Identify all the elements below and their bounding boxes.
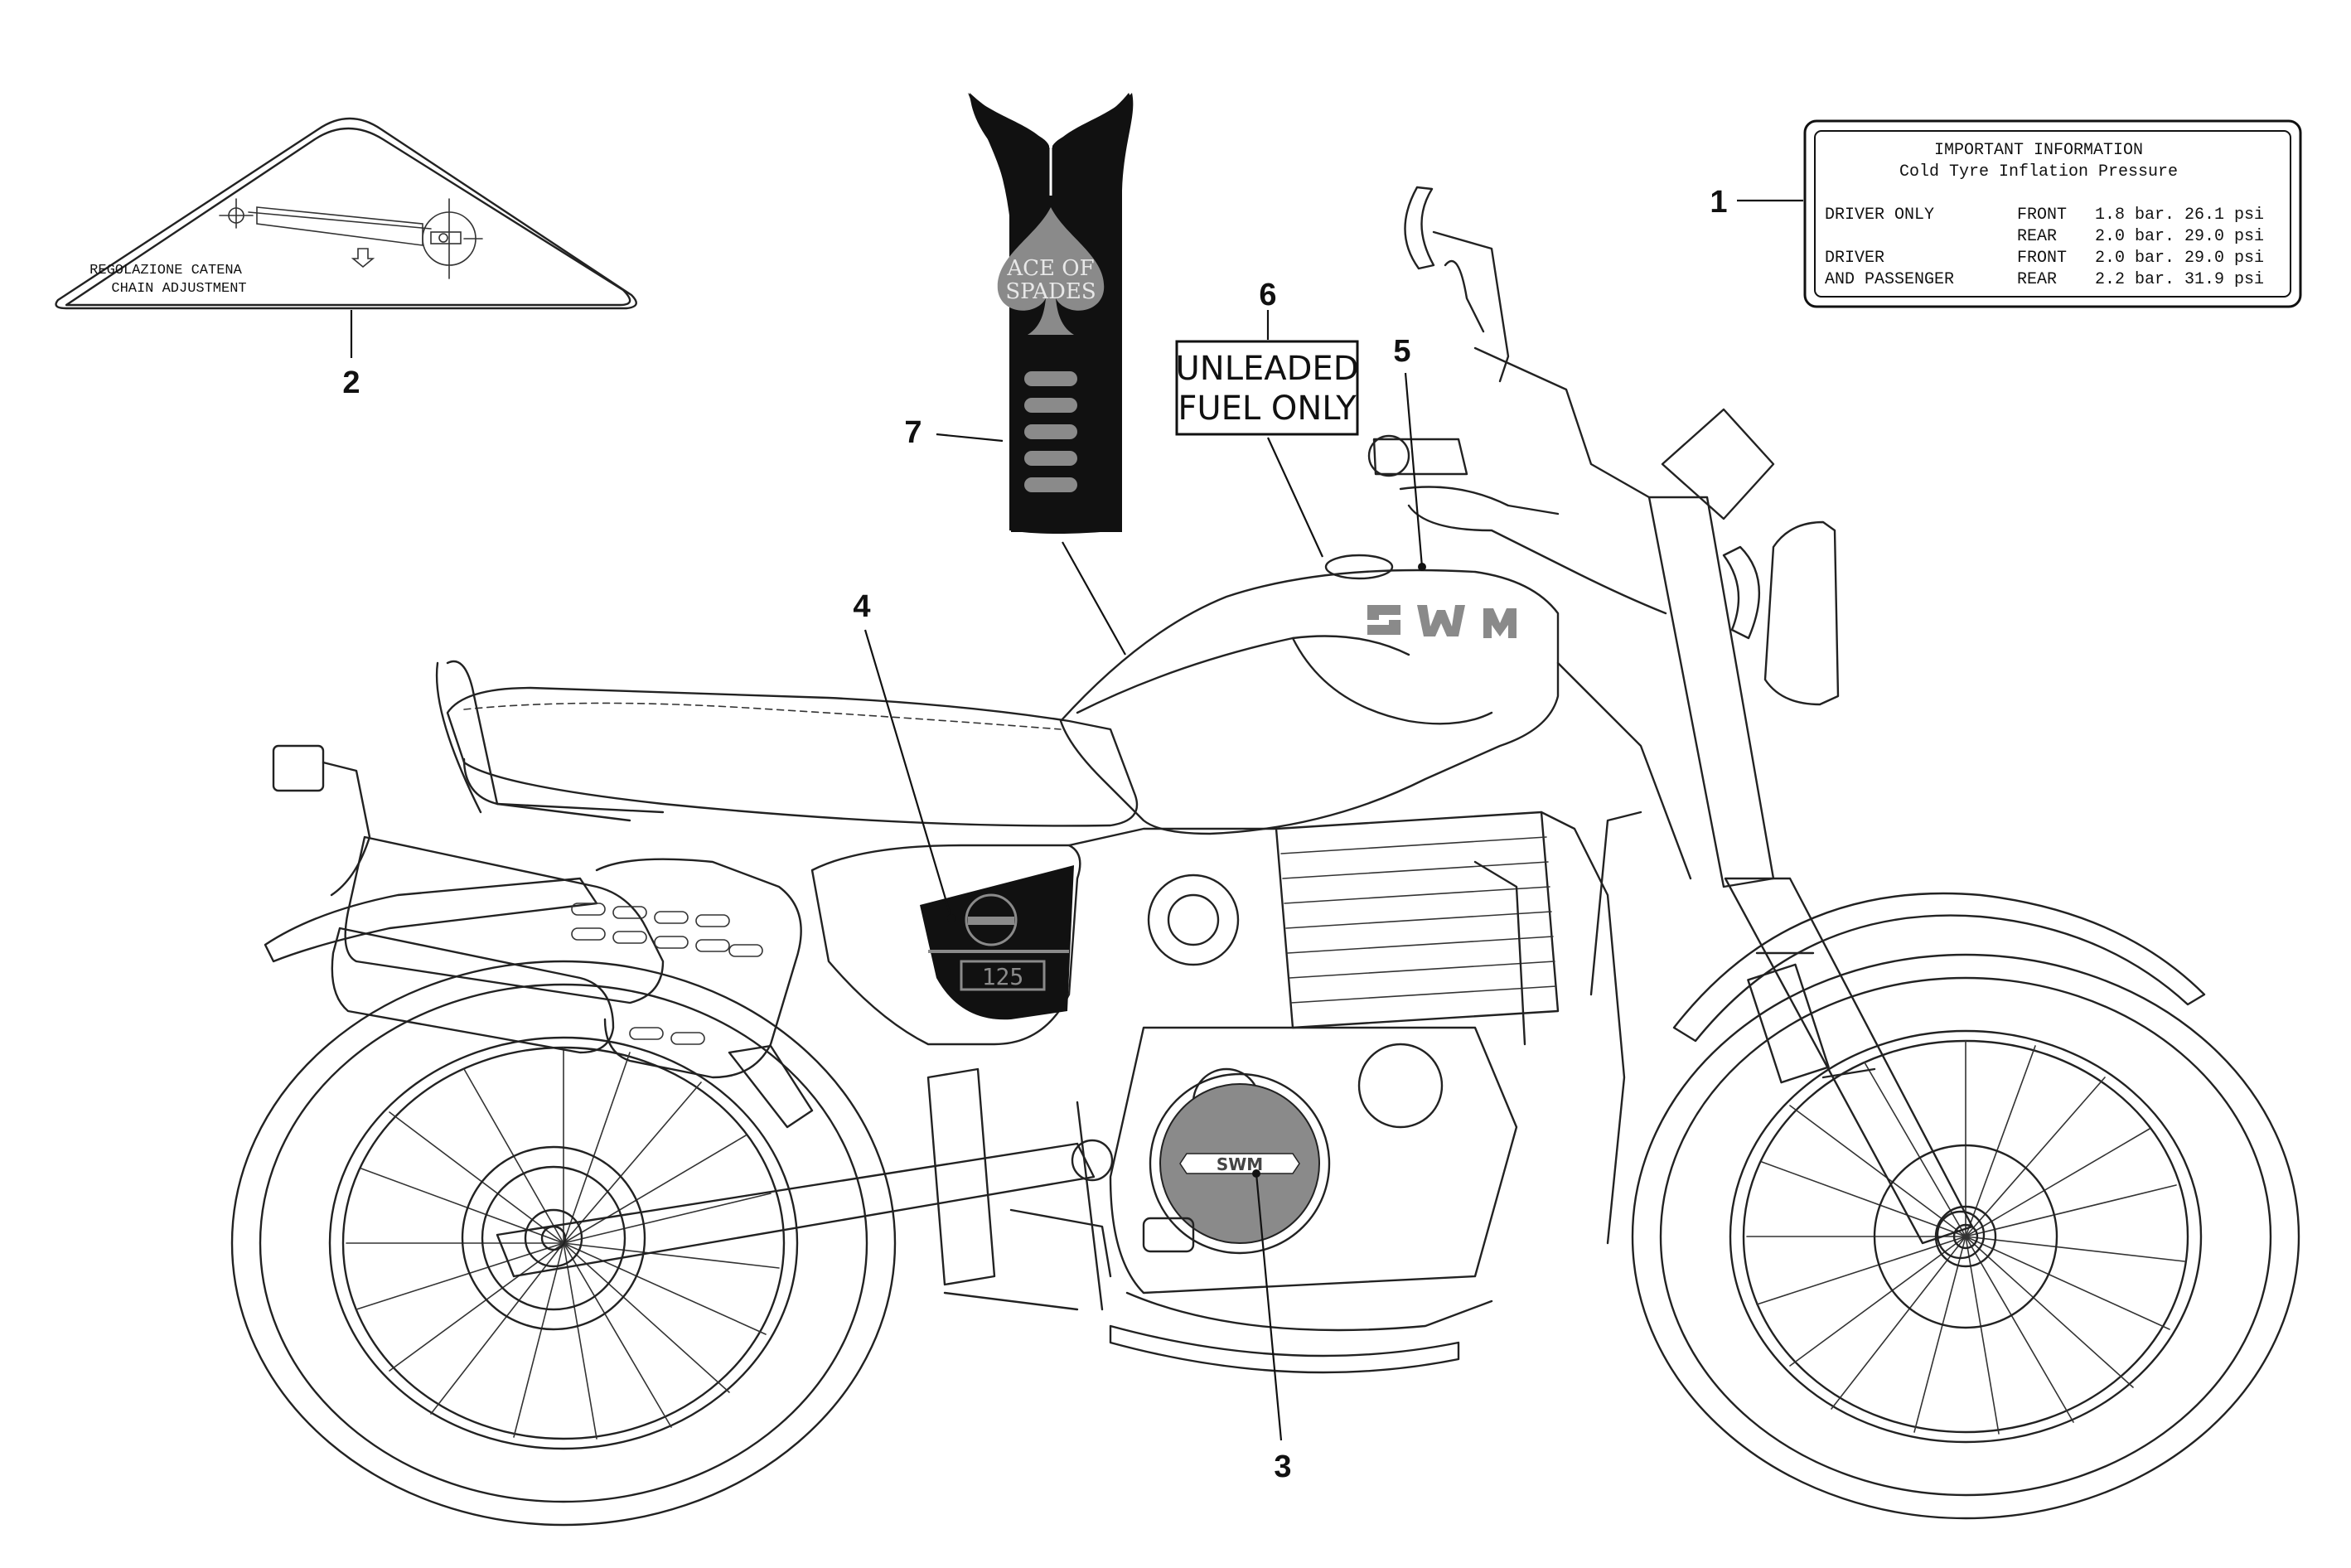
row-wheel: REAR — [2017, 227, 2057, 246]
exhaust — [331, 835, 814, 1129]
callout-1: 1 — [1710, 185, 1727, 220]
motorcycle-illustration: 125 SWM — [230, 186, 2300, 1527]
tank-pad-decal: ACE OF SPADES — [968, 93, 1134, 534]
engine-cover-swm-decal: SWM — [1149, 1072, 1331, 1255]
callout-6: 6 — [1259, 278, 1276, 312]
row-rider: DRIVER — [1825, 249, 1884, 268]
chain-decal-line1: REGOLAZIONE CATENA — [89, 263, 242, 278]
callout-2: 2 — [342, 365, 360, 400]
callout-7: 7 — [904, 415, 922, 450]
fuel-decal-line1: UNLEADED — [1176, 350, 1359, 388]
tyre-decal-subtitle: Cold Tyre Inflation Pressure — [1899, 162, 2178, 181]
chain-adjustment-decal: REGOLAZIONE CATENA CHAIN ADJUSTMENT — [55, 117, 637, 310]
swm-tank-logo — [1367, 605, 1517, 638]
chain-decal-line2: CHAIN ADJUSTMENT — [111, 281, 246, 297]
row-wheel: FRONT — [2017, 249, 2067, 268]
row-pressure: 2.0 bar. 29.0 psi — [2095, 227, 2264, 246]
row-wheel: REAR — [2017, 270, 2057, 289]
row-wheel: FRONT — [2017, 206, 2067, 225]
engine-size-text: 125 — [982, 963, 1024, 990]
ace-of-spades-logo-2: SPADES — [1005, 279, 1096, 304]
front-wheel — [1631, 953, 2300, 1520]
fuel-tank — [1059, 554, 1560, 835]
row-rider: DRIVER ONLY — [1825, 206, 1934, 225]
chain-diagram-icon — [219, 198, 483, 279]
tyre-decal-title: IMPORTANT INFORMATION — [1934, 141, 2143, 160]
fuel-decal-line2: FUEL ONLY — [1178, 390, 1357, 428]
row-pressure: 1.8 bar. 26.1 psi — [2095, 206, 2264, 225]
tyre-pressure-rows: DRIVER ONLY FRONT 1.8 bar. 26.1 psi REAR… — [1825, 206, 2264, 289]
unleaded-fuel-decal: UNLEADED FUEL ONLY — [1175, 340, 1359, 436]
rear-wheel — [230, 960, 897, 1527]
engine: SWM — [1109, 811, 1560, 1374]
row-pressure: 2.2 bar. 31.9 psi — [2095, 270, 2264, 289]
callout-3: 3 — [1274, 1449, 1291, 1484]
row-rider: AND PASSENGER — [1825, 270, 1954, 289]
ace-of-spades-logo: ACE OF — [1006, 256, 1094, 281]
callout-4: 4 — [853, 589, 870, 624]
tyre-pressure-decal: IMPORTANT INFORMATION Cold Tyre Inflatio… — [1803, 119, 2302, 308]
callout-5: 5 — [1393, 334, 1410, 369]
row-pressure: 2.0 bar. 29.0 psi — [2095, 249, 2264, 268]
side-panel-125-decal: 125 — [920, 865, 1074, 1020]
